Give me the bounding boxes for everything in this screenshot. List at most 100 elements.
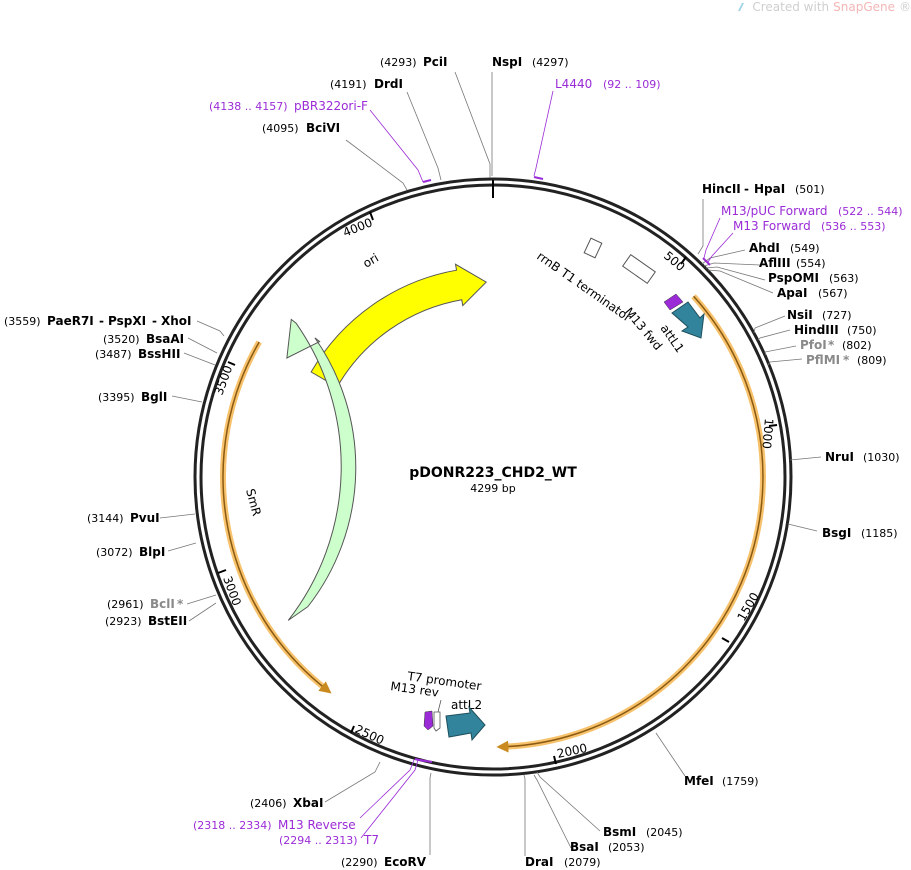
- orf-arc-right: [502, 294, 766, 750]
- site-pos-bcivi: (4095): [262, 122, 299, 135]
- site-pos-drai: (2079): [564, 856, 601, 869]
- ori-label: ori: [361, 251, 382, 271]
- site-pos-bsmi: (2045): [646, 826, 683, 839]
- primer-name-m13rev: M13 Reverse: [278, 818, 356, 832]
- t7-leader: [437, 699, 442, 713]
- rrnb-label: rrnB T1 terminator: [534, 249, 634, 325]
- primer-name-l4440: L4440: [555, 77, 592, 91]
- site-pos-bsteii: (2923): [105, 615, 142, 628]
- site-name-hindiii: HindIII: [794, 323, 839, 337]
- primer-labels: L4440 (92 .. 109) (4138 .. 4157) pBR322o…: [193, 77, 903, 847]
- ori-feature-arrow: [310, 263, 488, 388]
- site-name-nrui: NruI: [825, 450, 854, 464]
- site-labels: (4293) PciI NspI (4297) (4191) DrdI (409…: [4, 55, 900, 869]
- site-pos-blpi: (3072): [96, 546, 133, 559]
- primer-marks: [414, 176, 711, 763]
- site-name-bcivi: BciVI: [306, 121, 340, 135]
- primer-pos-l4440: (92 .. 109): [603, 78, 661, 91]
- t7-promoter-feature: [433, 711, 441, 732]
- tick-1000: [768, 424, 778, 427]
- attl1-feature-arrow: [671, 301, 705, 339]
- watermark-brand: SnapGene: [833, 0, 895, 14]
- site-pos-pfoi: (802): [842, 339, 872, 352]
- site-pos-drdi: (4191): [330, 78, 367, 91]
- site-pos-hindiii: (750): [847, 324, 877, 337]
- m13-rev-label: M13 rev: [390, 679, 440, 700]
- site-pos-hincii: (501): [795, 183, 825, 196]
- site-name-xbai: XbaI: [293, 796, 323, 810]
- tick-500: [680, 256, 687, 265]
- site-pos-pvui: (3144): [87, 512, 124, 525]
- site-pos-afliii: (554): [796, 257, 826, 270]
- primer-pos-m13rev: (2318 .. 2334): [193, 819, 272, 832]
- site-name-pvui: PvuI: [130, 511, 160, 525]
- smr-feature-arrow: [286, 318, 357, 621]
- primer-pos-pbr322: (4138 .. 4157): [209, 100, 288, 113]
- site-pos-nspi: (4297): [532, 56, 569, 69]
- site-pos-bsshii: (3487): [95, 348, 132, 361]
- site-sep1-paer7i: -: [99, 314, 104, 328]
- plasmid-length: 4299 bp: [470, 482, 515, 495]
- rrnb-box-2: [622, 253, 656, 285]
- site-pos-mfei: (1759): [722, 775, 759, 788]
- primer-pos-m13puc: (522 .. 544): [838, 205, 903, 218]
- primer-name-m13fwd: M13 Forward: [733, 219, 811, 233]
- smr-label: SmR: [243, 487, 264, 517]
- tick-2500: [350, 725, 355, 734]
- m13-fwd-feature: [663, 293, 684, 311]
- attl2-feature-arrow: [445, 705, 486, 742]
- site-pos-pspomi: (563): [829, 272, 859, 285]
- site-name-afliii: AflIII: [759, 256, 791, 270]
- m13-rev-feature: [423, 710, 434, 731]
- primer-name-t7: T7: [363, 833, 379, 847]
- attl2-label: attL2: [451, 698, 482, 712]
- tick-1500: [721, 637, 730, 643]
- site-pos-nsii: (727): [822, 309, 852, 322]
- tick-3000: [217, 569, 227, 574]
- tick-label-500: 500: [661, 249, 688, 274]
- site-sep2-paer7i: -: [152, 314, 157, 328]
- site-name-mfei: MfeI: [684, 774, 714, 788]
- site-pos-ahdi: (549): [790, 242, 820, 255]
- site-name-bsshii: BssHII: [138, 347, 180, 361]
- rrnb-box-1: [583, 237, 603, 259]
- site-name-nspi: NspI: [492, 55, 522, 69]
- tick-3500: [227, 361, 236, 366]
- site-name-ecorv: EcoRV: [384, 855, 427, 869]
- site-name2-hpai: HpaI: [754, 182, 785, 196]
- primer-pos-m13fwd: (536 .. 553): [821, 220, 886, 233]
- site-name-pfoi: PfoI: [800, 338, 827, 352]
- site-star-pflmi: *: [843, 353, 850, 367]
- site-name-ahdi: AhdI: [749, 241, 780, 255]
- site-pos-paer7i: (3559): [4, 315, 41, 328]
- site-pos-nrui: (1030): [863, 451, 900, 464]
- site-sep-hincii: -: [744, 182, 749, 196]
- site-star-pfoi: *: [828, 338, 835, 352]
- tick-4000: [369, 211, 374, 221]
- site-pos-bsai: (2053): [608, 841, 645, 854]
- backbone-outer: [193, 177, 793, 777]
- snapgene-watermark: Created with SnapGene®: [736, 0, 911, 14]
- tick-label-1000: 1000: [759, 418, 776, 450]
- watermark-prefix: Created with: [752, 0, 830, 14]
- orf-arc-right-core: [496, 295, 764, 753]
- site-name-bcli: BclI: [150, 597, 175, 611]
- site-pos-pflmi: (809): [857, 354, 887, 367]
- attl1-label: attL1: [658, 322, 687, 356]
- snapgene-logo-icon: [738, 3, 745, 11]
- site-name-bsteii: BstEII: [148, 614, 187, 628]
- site-pos-pcii: (4293): [380, 56, 417, 69]
- site-name-hincii: HincII: [702, 182, 741, 196]
- site-pos-apai: (567): [818, 287, 848, 300]
- site-name-bsai: BsaI: [570, 840, 599, 854]
- site-leaders: [159, 71, 822, 856]
- site-name-drai: DraI: [525, 855, 553, 869]
- site-name-nsii: NsiI: [787, 308, 813, 322]
- site-pos-bgli: (3395): [98, 391, 135, 404]
- site-name-blpi: BlpI: [139, 545, 165, 559]
- site-name-pcii: PciI: [423, 55, 448, 69]
- site-name-apai: ApaI: [777, 286, 807, 300]
- site-star-bcli: *: [177, 597, 184, 611]
- orf-arc-left: [220, 340, 329, 693]
